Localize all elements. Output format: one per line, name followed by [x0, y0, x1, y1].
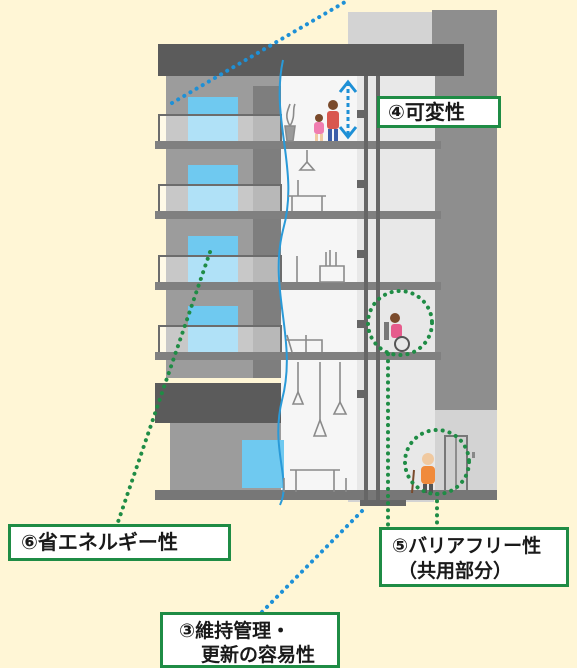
maintenance-text: ③維持管理・ [179, 620, 291, 642]
barrier-free-label: ⑤バリアフリー性 （共用部分） [379, 527, 569, 587]
vase-icon [296, 250, 345, 283]
energy-saving-text: ⑥省エネルギー性 [21, 530, 178, 554]
barrier-free-text: ⑤バリアフリー性 [392, 535, 542, 557]
green-leader-lines [116, 250, 439, 528]
desk-icon [288, 180, 326, 211]
pendant-lamp-icon [298, 150, 316, 171]
variability-label: ④可変性 [377, 96, 501, 128]
utility-pipe [357, 76, 406, 506]
windows [188, 97, 284, 488]
variability-text: ④可変性 [388, 100, 465, 124]
blue-leader-lines [170, 0, 367, 614]
ease-of-renewal-text: 更新の容易性 [201, 644, 316, 666]
pendant-lamps-lower [291, 362, 348, 437]
plant-icon [284, 103, 296, 142]
dining-table-icon [283, 469, 347, 492]
elderly-person-icon [411, 453, 435, 494]
floor-slabs [155, 141, 441, 360]
cutaway-line [277, 59, 290, 506]
chair-icon [286, 334, 323, 353]
height-arrow-icon [338, 79, 358, 140]
energy-saving-label: ⑥省エネルギー性 [8, 524, 231, 561]
maintenance-label: ③維持管理・ 更新の容易性 [160, 612, 340, 668]
family-icon [314, 100, 339, 141]
wheelchair-user-icon [384, 313, 410, 352]
common-area-text: （共用部分） [398, 560, 513, 582]
